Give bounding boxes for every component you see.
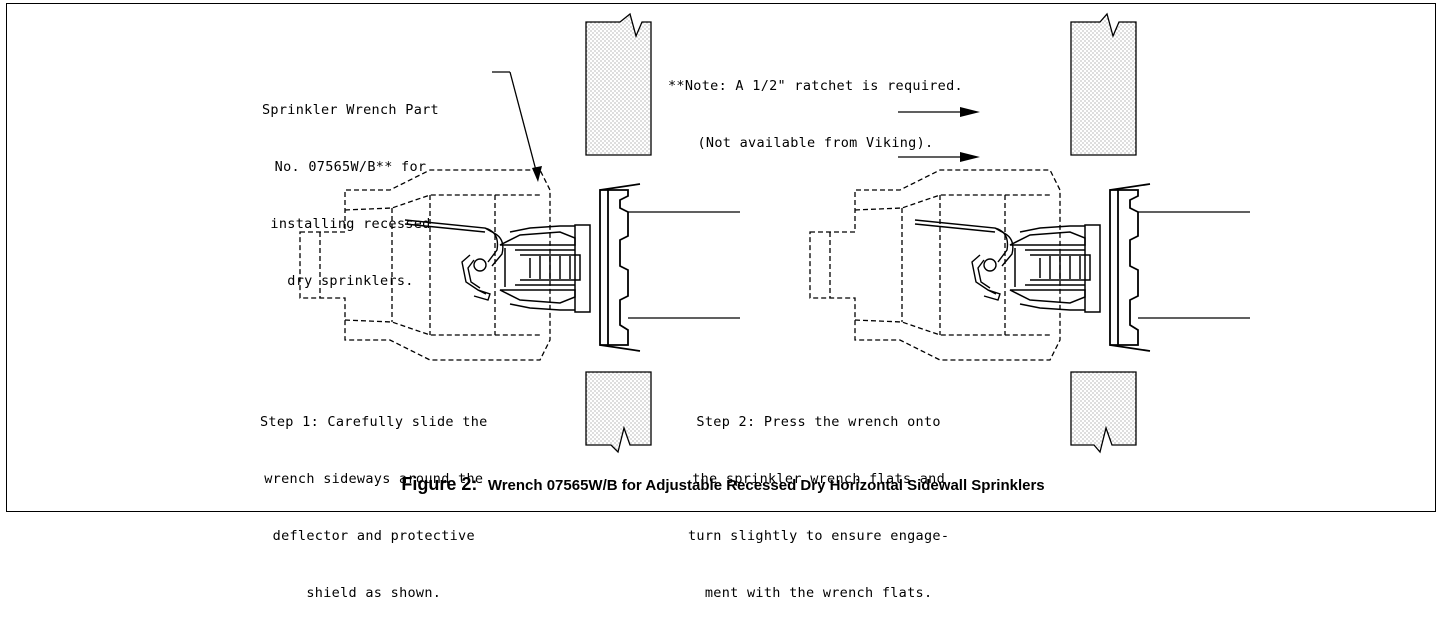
figure-title: Wrench 07565W/B for Adjustable Recessed … <box>487 477 1045 494</box>
part-callout-line: installing recessed <box>270 216 431 232</box>
step2-instructions: Step 2: Press the wrench onto the sprink… <box>688 375 949 622</box>
step1-line: shield as shown. <box>306 585 442 601</box>
part-callout-line: dry sprinklers. <box>287 273 414 289</box>
wall-section-upper-right <box>1070 12 1137 156</box>
step2-line: the sprinkler wrench flats and <box>692 471 946 487</box>
step1-line: wrench sideways around the <box>264 471 484 487</box>
figure-caption: Figure 2: Wrench 07565W/B for Adjustable… <box>0 474 1446 495</box>
step1-line: deflector and protective <box>272 528 475 544</box>
wall-section-upper-left <box>585 12 652 156</box>
step2-line: ment with the wrench flats. <box>704 585 933 601</box>
callout-leader-line <box>492 71 542 182</box>
wall-section-lower-left <box>585 371 652 454</box>
part-callout-line: No. 07565W/B** for <box>274 159 427 175</box>
step1-instructions: Step 1: Carefully slide the wrench sidew… <box>260 375 488 622</box>
ratchet-note-line: **Note: A 1/2" ratchet is required. <box>668 78 963 94</box>
part-callout-line: Sprinkler Wrench Part <box>262 102 439 118</box>
ratchet-note: **Note: A 1/2" ratchet is required. (Not… <box>668 39 963 172</box>
step1-line: Step 1: Carefully slide the <box>260 414 488 430</box>
part-callout: Sprinkler Wrench Part No. 07565W/B** for… <box>262 63 439 310</box>
wrench-installation-diagram <box>299 12 1251 454</box>
ratchet-note-line: (Not available from Viking). <box>697 135 934 151</box>
motion-arrow-1 <box>898 107 980 117</box>
motion-arrow-2 <box>898 152 980 162</box>
figure-label: Figure 2: <box>401 474 478 494</box>
wall-section-lower-right <box>1070 371 1137 454</box>
step2-line: Step 2: Press the wrench onto <box>696 414 941 430</box>
step2-wrench-assembly <box>809 169 1251 361</box>
step2-line: turn slightly to ensure engage- <box>688 528 950 544</box>
figure-frame <box>6 3 1436 512</box>
